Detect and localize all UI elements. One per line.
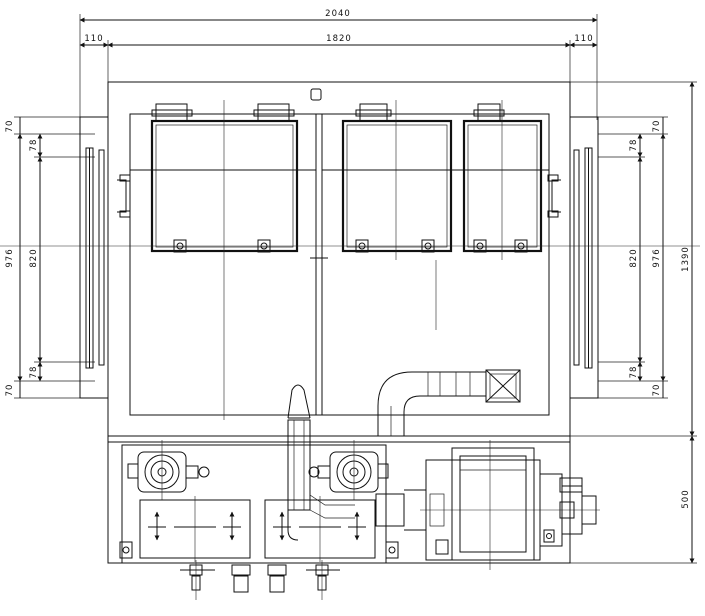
dim-78-right-top: 78 xyxy=(629,139,639,152)
dim-500: 500 xyxy=(681,489,691,508)
lower-base xyxy=(107,435,571,564)
dim-976-right: 976 xyxy=(652,248,662,267)
pump-right xyxy=(308,440,389,500)
corner-brackets xyxy=(119,541,399,559)
drain-valves xyxy=(180,560,340,600)
upper-tank-body xyxy=(107,81,571,437)
dim-70-left-bottom: 70 xyxy=(5,384,15,397)
dim-78-left-bottom: 78 xyxy=(29,366,39,379)
dim-78-left-top: 78 xyxy=(29,139,39,152)
lid-large xyxy=(130,103,316,253)
heater-element xyxy=(287,384,311,419)
dim-820-right: 820 xyxy=(629,248,639,267)
dim-2040: 2040 xyxy=(325,9,351,19)
dim-70-right-bottom: 70 xyxy=(652,384,662,397)
dim-110-left: 110 xyxy=(84,34,103,44)
lid-small xyxy=(462,103,543,253)
dim-70-left-top: 70 xyxy=(5,120,15,133)
top-dimensions: 2040 110 1820 110 xyxy=(79,9,598,120)
exhaust-duct xyxy=(377,369,521,436)
dim-820-left: 820 xyxy=(29,248,39,267)
center-lines xyxy=(0,100,700,420)
filter-tank-right xyxy=(264,496,376,562)
lid-medium xyxy=(322,103,549,253)
dim-78-right-bottom: 78 xyxy=(629,366,639,379)
blower-motor xyxy=(375,440,600,570)
dim-1390: 1390 xyxy=(681,246,691,272)
dim-70-right-top: 70 xyxy=(652,120,662,133)
dim-976-left: 976 xyxy=(5,248,15,267)
right-dimensions: 1390 500 976 70 70 78 820 78 xyxy=(570,81,697,564)
left-dimensions: 976 70 70 78 820 78 xyxy=(5,116,106,399)
dim-110-right: 110 xyxy=(574,34,593,44)
left-side-rail xyxy=(79,116,131,399)
dim-1820: 1820 xyxy=(326,34,352,44)
right-side-rail xyxy=(547,116,599,399)
vertical-pipes xyxy=(287,419,355,541)
pump-left xyxy=(127,440,210,500)
filter-tank-left xyxy=(139,496,251,562)
